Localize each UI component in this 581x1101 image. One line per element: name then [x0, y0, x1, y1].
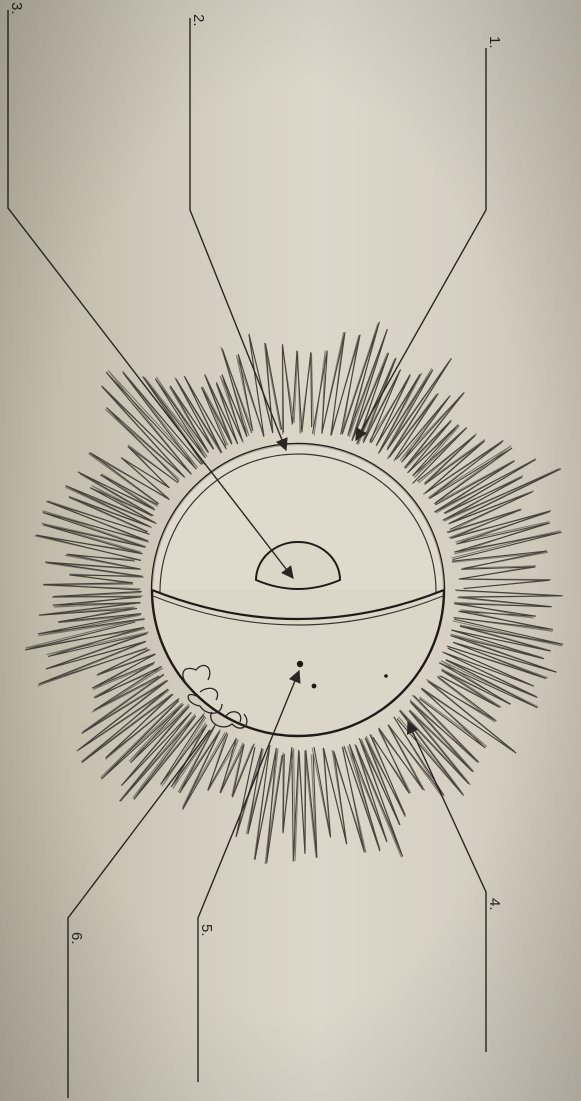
corona-spike-cluster — [313, 332, 361, 435]
label-4: 4. — [486, 898, 503, 911]
corona-spike-cluster — [77, 674, 180, 762]
corona-spike-cluster — [39, 593, 145, 636]
sunspot — [297, 661, 303, 667]
corona-spike-cluster — [282, 346, 313, 434]
leader-line-6 — [68, 730, 210, 1098]
label-5: 5. — [198, 924, 215, 937]
corona-spike-cluster — [396, 394, 466, 483]
corona-spike-cluster — [162, 717, 225, 808]
corona-spike-cluster — [452, 552, 551, 588]
leader-line-2 — [190, 18, 286, 450]
corona-spike-cluster — [441, 649, 538, 707]
corona-spike-cluster — [312, 747, 366, 853]
label-3: 3. — [8, 2, 25, 15]
leader-line-4 — [408, 722, 486, 1052]
label-2: 2. — [190, 14, 207, 27]
sun-sphere — [152, 444, 444, 736]
sunspot — [384, 674, 388, 678]
sunspot — [312, 684, 317, 689]
label-1: 1. — [486, 36, 503, 49]
corona-spike-cluster — [208, 734, 255, 797]
label-6: 6. — [68, 932, 85, 945]
